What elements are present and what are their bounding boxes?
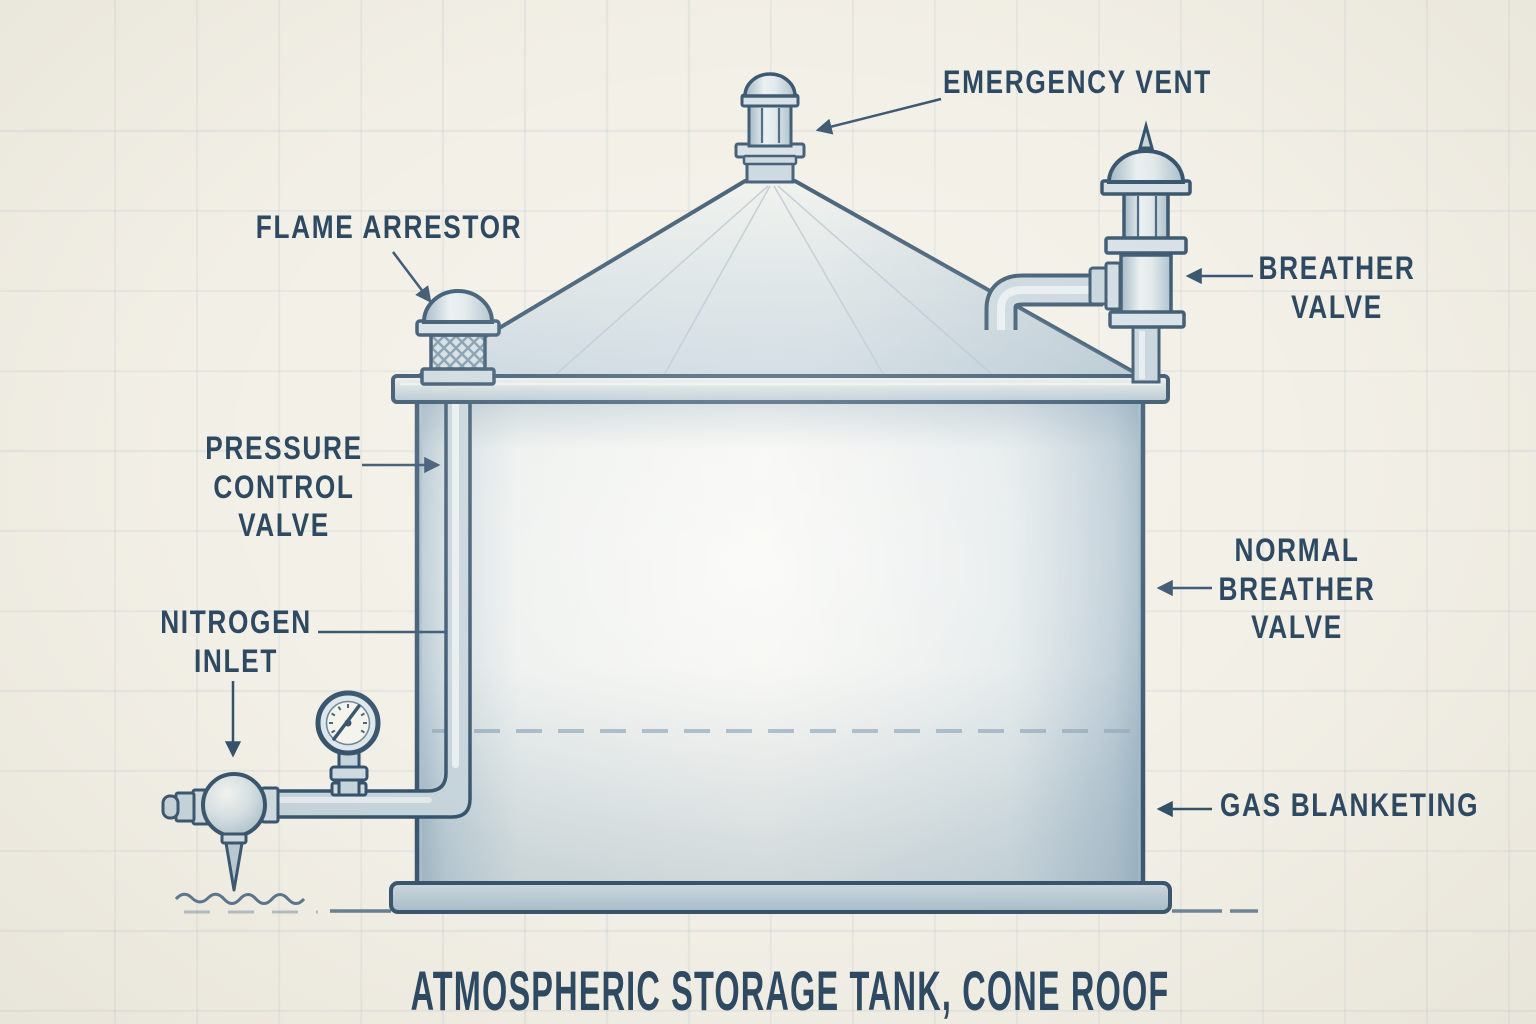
label-normal-breather-valve: NORMAL BREATHER VALVE [1218, 532, 1376, 646]
valve-nozzle-cap [161, 794, 180, 820]
leader-flame-arrestor [392, 251, 432, 303]
label-emergency-vent: EMERGENCY VENT [943, 64, 1212, 100]
tank-shell [414, 397, 1146, 889]
vent-body [747, 103, 793, 148]
label-pressure-control-valve: PRESSURE CONTROL VALVE [205, 430, 363, 544]
label-flame-arrestor: FLAME ARRESTOR [255, 209, 523, 245]
roof-shading [414, 181, 1146, 379]
pressure-gauge [315, 690, 381, 756]
vent-lower-flange-2 [742, 154, 798, 166]
diagram-caption: ATMOSPHERIC STORAGE TANK, CONE ROOF [410, 959, 1170, 1022]
gauge-stem-nut [329, 765, 369, 782]
label-nitrogen-inlet: NITROGEN INLET [160, 604, 312, 679]
vent-dome [743, 72, 797, 98]
breather-lower-flange [1108, 310, 1186, 329]
arrestor-base-collar [420, 367, 496, 386]
breather-finial [1138, 120, 1154, 150]
leader-lines [224, 97, 1253, 818]
breather-down-pipe-highlight [1139, 331, 1145, 379]
pipe-highlight-horizontal [272, 797, 432, 803]
rim-band [391, 374, 1170, 404]
nitrogen-inlet-assembly [161, 690, 381, 914]
pipe-highlight-vertical [452, 392, 459, 768]
emergency-vent [734, 72, 806, 184]
arrestor-mesh-body [429, 333, 487, 373]
gooseneck-highlight [997, 286, 1103, 330]
ground-squiggle [174, 892, 306, 905]
breather-port-flange [1104, 261, 1122, 311]
tank-rim [391, 374, 1170, 404]
tank-wall-bottom-shade [422, 405, 1138, 881]
flame-arrestor [415, 289, 501, 386]
base-slab [389, 881, 1172, 914]
breather-dome [1106, 149, 1186, 184]
breather-body-lower [1119, 253, 1173, 317]
drain-spike [224, 841, 244, 892]
breather-body-upper [1122, 191, 1170, 242]
breather-down-pipe [1131, 325, 1161, 384]
tank-base [330, 881, 1258, 914]
arrestor-dome [421, 289, 495, 324]
roof-seam-lines [552, 185, 996, 378]
breather-port-cap [1088, 266, 1109, 306]
gauge-hub [344, 719, 352, 727]
label-breather-valve: BREATHER VALVE [1258, 250, 1416, 325]
breather-valve [1088, 120, 1192, 384]
breather-mid-flange [1104, 236, 1188, 255]
leader-emergency-vent [815, 97, 942, 135]
label-gas-blanketing: GAS BLANKETING [1220, 787, 1480, 823]
nitrogen-ball-valve [201, 772, 267, 838]
gooseneck-pipe [984, 273, 1103, 330]
